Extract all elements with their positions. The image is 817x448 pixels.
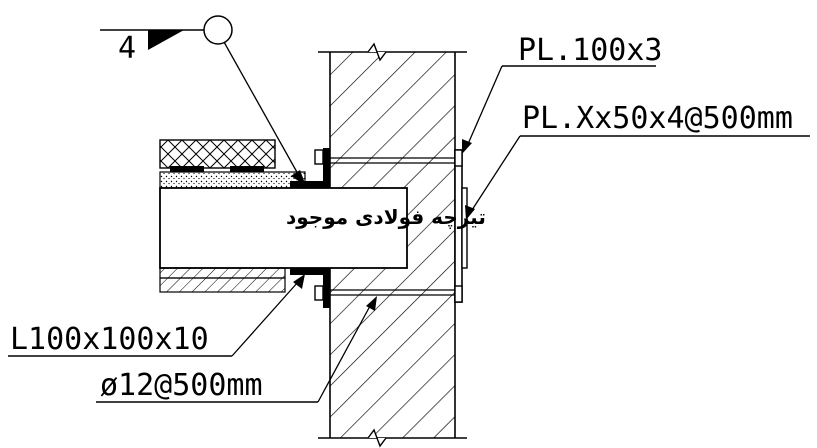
weld-size-label: 4 — [118, 31, 136, 66]
side-plate-x50x4 — [461, 187, 468, 269]
plate-side-callout: PL.Xx50x4@500mm — [465, 101, 810, 220]
top-steel-angle — [290, 148, 330, 188]
through-rod-top — [330, 157, 460, 164]
existing-joist-label: تیرچه فولادی موجود — [286, 205, 486, 230]
plate-top-label: PL.100x3 — [518, 33, 663, 68]
angle-callout: L100x100x10 — [8, 274, 305, 357]
bottom-steel-angle — [290, 268, 330, 308]
weld-symbol: 4 — [100, 15, 306, 186]
plate-side-label: PL.Xx50x4@500mm — [522, 101, 793, 136]
angle-label: L100x100x10 — [10, 322, 209, 357]
masonry-wall — [329, 52, 456, 438]
plate-top-callout: PL.100x3 — [462, 33, 663, 154]
wall-break-line-bottom — [318, 428, 467, 448]
rod-label: ø12@500mm — [100, 368, 263, 403]
floor-top-finish — [159, 139, 276, 172]
wall-break-line-top — [318, 42, 467, 62]
existing-steel-joist — [159, 187, 408, 269]
through-rod-bottom — [330, 289, 460, 296]
rod-callout: ø12@500mm — [96, 296, 377, 403]
floor-screed-layer — [159, 171, 306, 189]
ceiling-layers — [159, 267, 286, 293]
